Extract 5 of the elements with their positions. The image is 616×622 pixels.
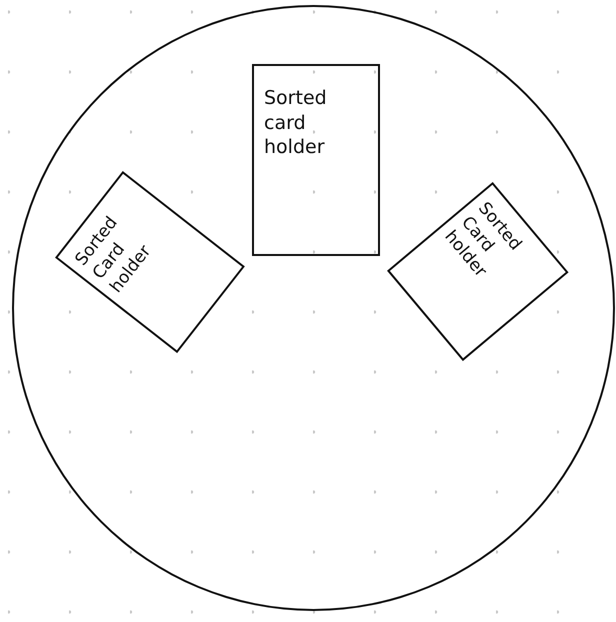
card-holder-box xyxy=(386,181,570,363)
card-holder-box xyxy=(54,170,246,354)
box-label: Sorted card holder xyxy=(264,86,328,160)
large-circle xyxy=(12,5,615,611)
card-holder-box xyxy=(252,64,380,256)
